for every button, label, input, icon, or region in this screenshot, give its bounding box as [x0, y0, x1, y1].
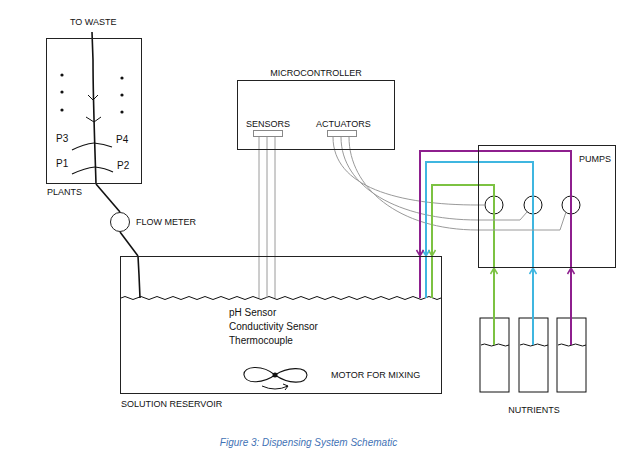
supply-pipe	[138, 256, 140, 298]
nutrient-tube	[431, 256, 433, 298]
outlet-label: TO WASTE	[70, 17, 117, 28]
motor-hub	[273, 373, 278, 378]
connector-line	[333, 137, 478, 205]
plant-label: P2	[117, 160, 129, 172]
port-label: ACTUATORS	[316, 119, 371, 130]
nutrient-tube	[493, 318, 495, 345]
sensor-connector: SENSORS	[253, 130, 283, 137]
connector	[530, 268, 537, 318]
plant-branch	[94, 117, 101, 122]
control-wire	[478, 205, 485, 206]
connector	[333, 137, 478, 205]
connector	[491, 268, 498, 318]
plant-branch	[72, 167, 95, 174]
port-label: SENSORS	[246, 119, 290, 130]
plant-stem	[92, 32, 96, 184]
connector-line	[426, 162, 478, 256]
connector	[267, 137, 268, 256]
sensor-wire	[259, 256, 260, 298]
sensor-label: pH Sensor	[229, 307, 276, 319]
plant-site-dot	[60, 73, 63, 76]
connector-line	[493, 268, 495, 318]
water-surface	[121, 297, 441, 300]
connector	[96, 184, 120, 212]
nutrient-tube	[478, 162, 533, 268]
plant-site-dot	[120, 110, 123, 113]
connector-line	[532, 268, 534, 318]
box-heading: MICROCONTROLLER	[238, 68, 394, 79]
nutrient-tube	[419, 256, 421, 298]
sensor-wire	[267, 256, 268, 298]
box-heading: PLANTS	[47, 187, 82, 198]
nutrient-bottle	[519, 318, 548, 392]
nutrient-bottle	[557, 318, 586, 392]
plant-site-dot	[60, 90, 63, 93]
connector-line	[259, 137, 260, 256]
plant-label: P3	[56, 133, 68, 145]
sensor-label: Conductivity Sensor	[229, 321, 318, 333]
plant-site-dot	[60, 108, 63, 111]
connector-line	[267, 137, 268, 256]
plant-branch	[93, 95, 98, 100]
arrowhead	[491, 268, 498, 274]
connector	[429, 185, 479, 256]
arrowhead	[568, 268, 575, 274]
device-label: FLOW METER	[136, 217, 196, 228]
nutrient-tube	[478, 151, 571, 268]
sensor-wire	[275, 256, 276, 298]
nutrient-tube	[478, 185, 494, 268]
actuator-connector: ACTUATORS	[327, 130, 357, 137]
nutrient-tube	[570, 318, 572, 345]
box-heading: NUTRIENTS	[476, 405, 592, 416]
plant-branch	[94, 143, 112, 147]
connector	[259, 137, 260, 256]
box-heading: PUMPS	[579, 154, 611, 165]
rotation-arrow	[283, 384, 288, 390]
arrowhead	[530, 268, 537, 274]
mixing-propeller	[244, 367, 307, 382]
connector	[120, 232, 138, 256]
figure-caption: Figure 3: Dispensing System Schematic	[0, 437, 617, 449]
control-wire	[478, 212, 527, 220]
connector	[417, 151, 479, 256]
nutrient-tube	[425, 256, 427, 298]
connector-line	[275, 137, 276, 256]
plant-branch	[88, 95, 93, 100]
connector	[275, 137, 276, 256]
box-heading: SOLUTION RESERVOIR	[121, 399, 222, 410]
plant-site-dot	[120, 76, 123, 79]
nutrient-bottle	[480, 318, 509, 392]
connector-line	[420, 151, 478, 256]
plant-branch	[72, 143, 94, 150]
plant-label: P1	[56, 158, 68, 170]
connector-line	[120, 232, 138, 256]
nutrient-tube	[532, 318, 534, 345]
microcontroller-box: MICROCONTROLLERSENSORSACTUATORS	[237, 80, 395, 150]
control-wire	[478, 212, 566, 230]
connector-line	[570, 268, 572, 318]
connector	[568, 268, 575, 318]
sensor-label: Thermocouple	[229, 335, 293, 347]
connector-line	[432, 185, 478, 256]
nutrients-group: NUTRIENTS	[476, 318, 592, 394]
plant-label: P4	[116, 134, 128, 146]
connector	[423, 162, 479, 256]
rotation-arrow	[262, 386, 288, 389]
plant-site-dot	[120, 93, 123, 96]
reservoir-box: pH SensorConductivity SensorThermocouple…	[120, 256, 442, 394]
connector-line	[96, 184, 120, 212]
plant-branch	[86, 117, 94, 122]
flow-meter: FLOW METER	[110, 212, 130, 232]
plant-branch	[95, 167, 113, 172]
pumps-box: PUMPS	[478, 145, 616, 268]
motor-label: MOTOR FOR MIXING	[331, 370, 420, 381]
